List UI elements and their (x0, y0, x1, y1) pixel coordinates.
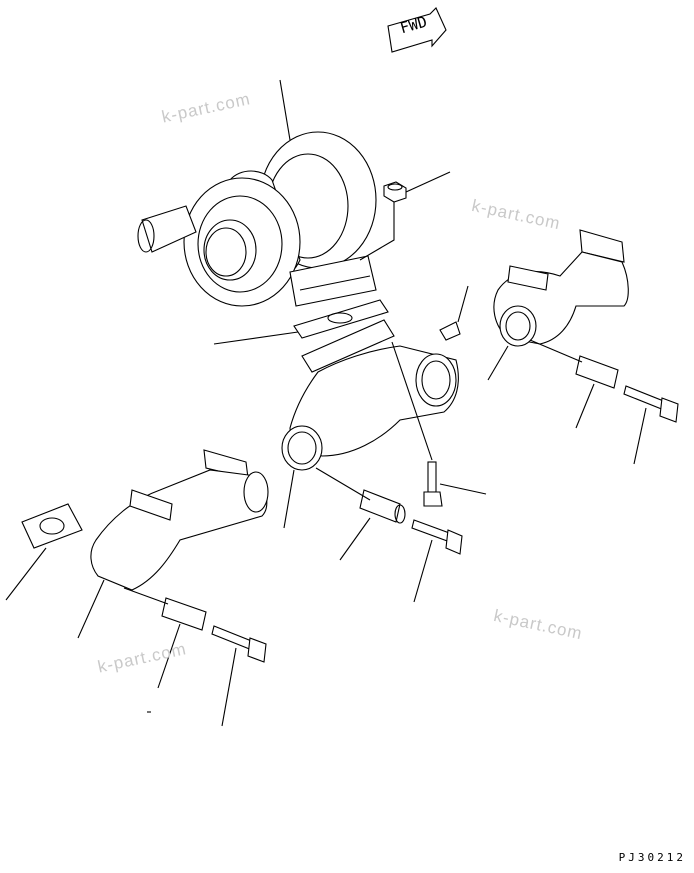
leader-line (77, 579, 105, 639)
leader-line (221, 647, 237, 727)
leader-line (157, 623, 181, 689)
leader-line (359, 202, 395, 261)
leader-line (123, 587, 169, 605)
leader-line (391, 341, 433, 461)
bolt (411, 519, 463, 555)
exhaust-manifold-left (90, 449, 269, 591)
leader-line (633, 407, 647, 465)
spacer (359, 489, 406, 524)
leader-line (405, 171, 451, 193)
turbocharger (137, 131, 377, 307)
leader-line (413, 539, 433, 603)
leader-line (283, 469, 295, 529)
drawing-code: PJ30212 (618, 851, 686, 864)
spacer (161, 597, 207, 631)
leader-line (457, 285, 469, 323)
leader-line (439, 483, 487, 495)
stud-bolt (439, 321, 461, 341)
leader-line (487, 345, 509, 381)
leader-line (339, 517, 371, 561)
leader-line (529, 339, 583, 363)
bolt (211, 625, 267, 663)
gasket (21, 503, 83, 549)
bolt (423, 461, 443, 507)
leader-line (279, 79, 291, 141)
exhaust-manifold-right (493, 229, 629, 347)
leader-line (315, 467, 371, 501)
nut (383, 181, 407, 203)
exhaust-manifold-center (281, 319, 459, 471)
spacer (575, 355, 619, 389)
leader-line (5, 547, 47, 601)
leader-line (575, 383, 595, 429)
forward-arrow-icon (387, 7, 447, 53)
leader-line (213, 331, 299, 345)
bolt (623, 385, 679, 423)
gasket (293, 299, 389, 339)
